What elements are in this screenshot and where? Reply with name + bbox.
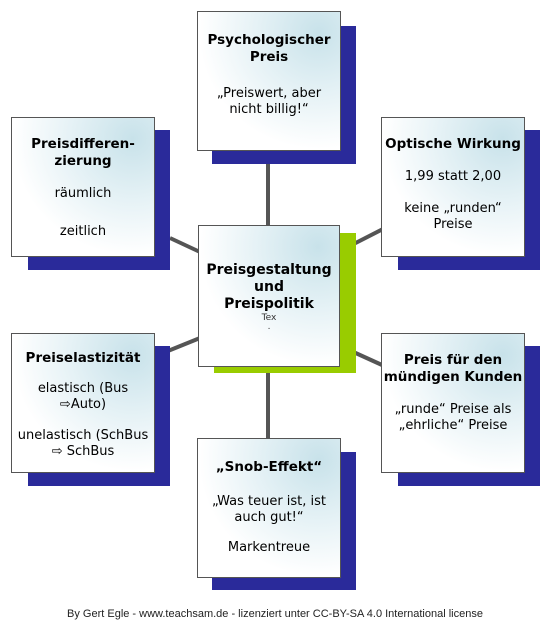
node-psychologischer-preis: Psychologischer Preis „Preiswert, aber n… [197,11,341,151]
node-preiselastizitaet: Preiselastizität elastisch (Bus ⇨Auto) u… [11,333,155,473]
node-text: „ehrliche“ Preise [398,418,508,433]
node-title-line: „Snob-Effekt“ [215,459,323,475]
node-title: Optische Wirkung [382,136,524,153]
node-title: Preiselastizität [12,350,154,367]
center-title-line: Preisgestaltung [206,262,332,278]
node-text: keine „runden“ [404,201,502,216]
node-title: „Snob-Effekt“ [198,459,340,476]
node-text: Markentreue [227,540,311,555]
node-preisdifferenzierung: Preisdifferen- zierung räumlich zeitlich [11,117,155,257]
node-text: „Preiswert, aber [216,86,322,101]
node-title-line: Preis für den [403,352,503,368]
node-title: Preis für den mündigen Kunden [382,352,524,386]
license-footer: By Gert Egle - www.teachsam.de - lizenzi… [67,608,483,620]
node-title: Preisdifferen- zierung [12,136,154,170]
node-title-line: mündigen Kunden [383,369,523,385]
node-title-line: Preisdifferen- [31,136,135,152]
node-title-line: Psychologischer [207,32,331,48]
node-text: „Was teuer ist, ist [211,494,327,509]
node-text: Preise [433,217,473,232]
node-title-line: Preis [249,49,289,65]
node-text: elastisch (Bus [37,381,129,396]
node-title-line: Optische Wirkung [385,136,521,152]
node-text: zeitlich [59,224,107,239]
center-title-line: Preispolitik [224,296,314,312]
node-title-line: Preiselastizität [25,350,141,366]
center-dot: . [267,322,271,332]
center-subtitle: Tex [261,313,277,323]
node-text: „runde“ Preise als [394,402,512,417]
center-title-line: und [254,279,284,295]
node-snob-effekt: „Snob-Effekt“ „Was teuer ist, ist auch g… [197,438,341,578]
node-text: unelastisch (SchBus [17,428,149,443]
node-text: ⇨ SchBus [51,444,115,459]
node-title-line: zierung [54,153,112,169]
node-text: ⇨Auto) [59,397,107,412]
connector-top-left [169,236,201,254]
node-text: räumlich [54,186,112,201]
node-text: nicht billig!“ [229,102,309,117]
node-center-preisgestaltung: Preisgestaltung und Preispolitik Tex . [198,225,340,367]
center-title: Preisgestaltung und Preispolitik [199,262,339,313]
node-text: 1,99 statt 2,00 [404,169,502,184]
node-text: auch gut!“ [234,510,304,525]
node-title: Psychologischer Preis [198,32,340,66]
node-optische-wirkung: Optische Wirkung 1,99 statt 2,00 keine „… [381,117,525,257]
node-preis-muendige-kunden: Preis für den mündigen Kunden „runde“ Pr… [381,333,525,473]
